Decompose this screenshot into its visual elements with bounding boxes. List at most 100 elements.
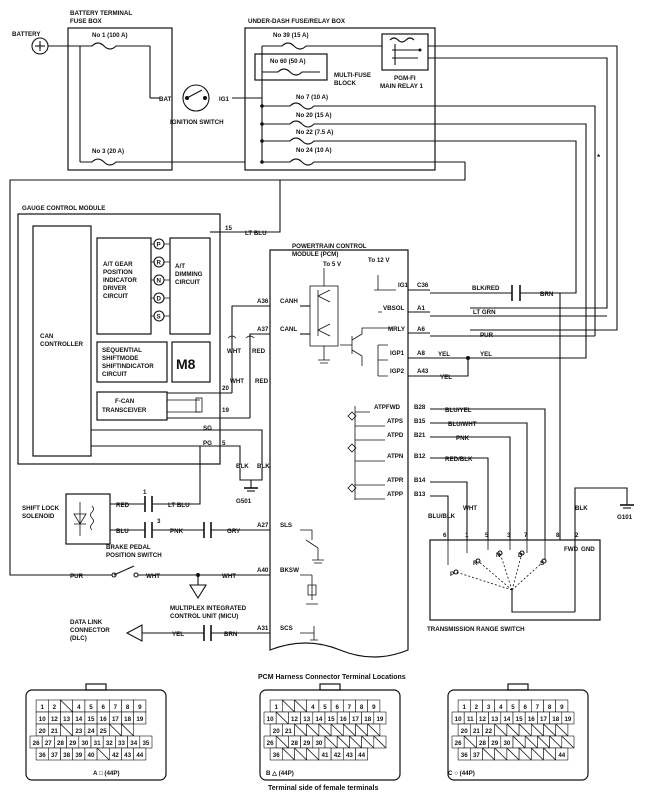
battery-fuse-box-label-1: BATTERY TERMINAL: [70, 10, 132, 17]
lt-blu-wire: LT BLU: [245, 230, 267, 237]
battery-terminal-fuse-box: BATTERY TERMINAL FUSE BOX No 1 (100 A) N…: [67, 10, 245, 171]
terminal-number: 12: [291, 716, 298, 723]
terminal-number: 3: [487, 704, 491, 711]
svg-text:IG1: IG1: [398, 282, 409, 289]
svg-text:A8: A8: [417, 350, 425, 357]
seq-shift-line-4: CIRCUIT: [102, 371, 127, 378]
terminal-number: 29: [303, 740, 310, 747]
to5v-label: To 5 V: [323, 261, 342, 268]
terminal-number: 24: [88, 728, 95, 735]
svg-text:BRN: BRN: [540, 291, 554, 298]
svg-text:3: 3: [157, 518, 161, 525]
terminal-number: 6: [335, 704, 339, 711]
svg-text:N: N: [496, 552, 501, 559]
svg-text:BLK: BLK: [257, 463, 270, 470]
terminal-unused: [506, 747, 520, 761]
terminal-number: 16: [528, 716, 535, 723]
terminal-unused: [531, 747, 544, 761]
svg-text:PNK: PNK: [170, 528, 184, 535]
svg-text:A40: A40: [257, 567, 269, 574]
svg-text:WHT: WHT: [230, 378, 244, 385]
svg-text:YEL: YEL: [480, 351, 492, 358]
terminal-number: 13: [63, 716, 70, 723]
fuse-20-label: No 20 (15 A): [296, 112, 332, 119]
svg-text:BKSW: BKSW: [280, 567, 299, 574]
svg-text:BLK: BLK: [236, 463, 249, 470]
svg-text:RED/BLK: RED/BLK: [445, 456, 473, 463]
terminal-number: 17: [112, 716, 119, 723]
svg-text:B21: B21: [414, 432, 426, 439]
terminal-unused: [518, 723, 532, 737]
svg-text:R: R: [157, 260, 162, 267]
terminal-unused: [306, 723, 320, 737]
svg-text:WHT: WHT: [146, 573, 160, 580]
terminal-unused: [336, 735, 350, 749]
terminal-unused: [343, 723, 356, 737]
terminal-number: 43: [124, 752, 131, 759]
terminal-number: 37: [51, 752, 58, 759]
svg-text:3: 3: [507, 532, 511, 539]
terminal-number: 36: [273, 752, 280, 759]
terminal-number: 39: [75, 752, 82, 759]
terminal-number: 14: [503, 716, 510, 723]
pgm-relay-label-2: MAIN RELAY 1: [380, 83, 424, 90]
terminal-number: 32: [106, 740, 113, 747]
terminal-number: 10: [39, 716, 46, 723]
svg-text:A36: A36: [257, 298, 269, 305]
svg-text:S: S: [540, 560, 544, 567]
terminal-unused: [294, 723, 307, 737]
multi-fuse-label-2: BLOCK: [334, 80, 357, 87]
gauge-control-module: GAUGE CONTROL MODULE CAN CONTROLLER A/T …: [17, 180, 281, 465]
svg-text:CANH: CANH: [280, 298, 298, 305]
fuse-24-label: No 24 (10 A): [296, 147, 332, 154]
terminal-number: 9: [372, 704, 376, 711]
terminal-unused: [367, 723, 381, 737]
svg-text:DATA LINK: DATA LINK: [70, 619, 103, 626]
ignition-switch: BAT IG1 IGNITION SWITCH: [159, 84, 262, 126]
terminal-cell: [133, 711, 147, 725]
terminal-number: 20: [461, 728, 468, 735]
terminal-number: 22: [485, 728, 492, 735]
terminal-number: 19: [376, 716, 383, 723]
svg-text:1: 1: [143, 489, 147, 496]
svg-text:GND: GND: [581, 546, 595, 553]
terminal-cell: [555, 747, 569, 761]
terminal-unused: [282, 747, 295, 761]
svg-text:D: D: [157, 296, 162, 303]
terminal-number: 12: [479, 716, 486, 723]
terminal-number: 29: [491, 740, 498, 747]
terminal-number: 20: [273, 728, 280, 735]
terminal-number: 28: [479, 740, 486, 747]
connector-footer: Terminal side of female terminals: [268, 785, 378, 792]
terminal-number: 28: [57, 740, 64, 747]
terminal-unused: [561, 735, 575, 749]
pin-20: 20: [222, 385, 229, 392]
battery-fuse-box-label-2: FUSE BOX: [70, 18, 103, 25]
svg-text:P: P: [450, 571, 454, 578]
terminal-number: 30: [315, 740, 322, 747]
svg-text:P: P: [157, 242, 161, 249]
battery-section: BATTERY: [12, 31, 68, 55]
pgm-relay-label-1: PGM-FI: [394, 75, 416, 82]
svg-text:WHT: WHT: [222, 573, 236, 580]
terminal-number: 44: [358, 752, 365, 759]
terminal-unused: [506, 723, 520, 737]
svg-text:POSITION SWITCH: POSITION SWITCH: [106, 552, 162, 559]
terminal-number: 33: [118, 740, 125, 747]
terminal-number: 20: [39, 728, 46, 735]
terminal-number: 26: [33, 740, 40, 747]
terminal-number: 42: [334, 752, 341, 759]
at-gear-line-5: CIRCUIT: [103, 293, 128, 300]
svg-text:B12: B12: [414, 453, 426, 460]
at-gear-line-1: A/T GEAR: [103, 261, 133, 268]
pin-pg: PG: [203, 440, 212, 447]
svg-text:RED: RED: [116, 502, 130, 509]
terminal-number: 30: [503, 740, 510, 747]
terminal-unused: [306, 747, 320, 761]
terminal-number: 15: [328, 716, 335, 723]
pcm-right-wiring: BLK/RED BRN LT GRN PUR YEL YEL YEL BLU/Y…: [428, 285, 634, 540]
svg-text:BLU/WHT: BLU/WHT: [448, 421, 477, 428]
